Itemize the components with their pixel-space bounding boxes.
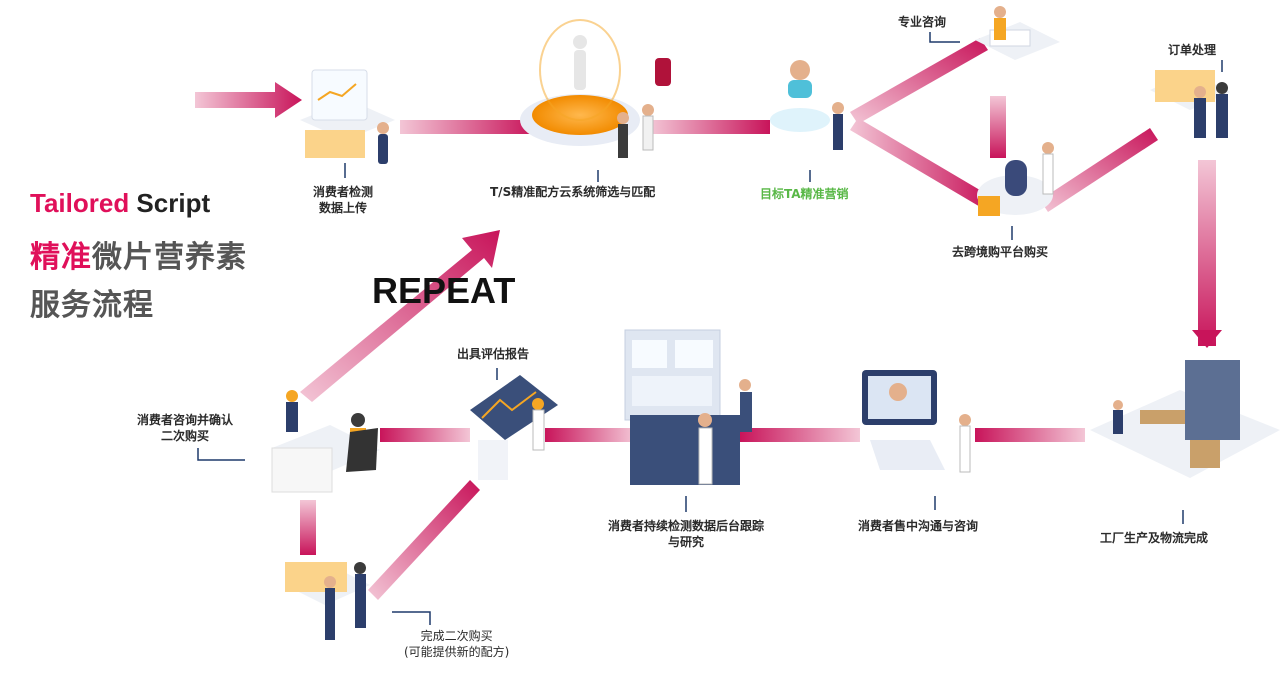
arrow-confirm-to-done [300,500,316,555]
arrow-order-to-factory [1198,160,1216,346]
label-report: 出具评估报告 [457,347,530,361]
repeat-label: REPEAT [372,270,516,311]
arrow-communication-to-tracking [740,428,860,442]
marker-done [392,611,431,625]
station-consult [975,6,1060,60]
repeat-arrow [300,230,500,402]
arrow-target-to-consult [850,38,988,124]
label-target-marketing: 目标TA精准营销 [760,187,849,201]
station-crossborder [977,142,1054,216]
title-chinese-accent: 精准 [30,240,92,275]
label-communication: 消费者售中沟通与咨询 [858,519,979,533]
marker-consult [929,32,960,43]
station-factory [1090,360,1280,478]
arrow-done-to-report [368,480,480,600]
station-target [770,60,844,150]
label-tracking: 消费者持续检测数据后台跟踪 与研究 [608,519,765,549]
station-upload [300,69,395,164]
label-order: 订单处理 [1168,43,1217,57]
label-repurchase-confirm: 消费者咨询并确认 二次购买 [137,413,234,443]
arrow-consult-to-crossborder [990,96,1006,158]
title-english-rest: Script [129,188,211,218]
arrow-cloud-to-target [650,120,770,134]
title-english-accent: Tailored [30,188,130,218]
station-repurchase-confirm [271,390,380,493]
station-report [470,375,558,480]
label-factory: 工厂生产及物流完成 [1100,531,1209,545]
arrow-report-to-confirm [380,428,470,442]
title-chinese-line2: 服务流程 [30,288,154,323]
arrow-crossborder-to-order [1040,128,1158,212]
station-repurchase-done [285,562,370,640]
station-communication [862,370,971,473]
arrow-order-to-factory-head [1192,330,1222,348]
arrow-tracking-to-report [545,428,635,442]
label-upload: 消费者检测 数据上传 [313,185,374,215]
station-order [1150,70,1230,138]
marker-confirm [197,448,245,461]
arrow-factory-to-communication [975,428,1085,442]
title-english: Tailored Script [30,188,210,219]
station-cloud [520,19,671,158]
label-crossborder: 去跨境购平台购买 [952,245,1049,259]
title-chinese-rest: 微片营养素 [92,240,247,275]
station-tracking [624,329,752,485]
label-consult: 专业咨询 [898,15,947,29]
arrow-upload-to-cloud [400,120,535,134]
title-chinese-line1: 精准微片营养素 [30,232,247,276]
intro-arrow [195,82,302,118]
label-cloud-match: T/S精准配方云系统筛选与匹配 [490,185,656,199]
arrow-target-to-crossborder [850,118,990,208]
label-repurchase-done: 完成二次购买 (可能提供新的配方) [404,629,510,659]
